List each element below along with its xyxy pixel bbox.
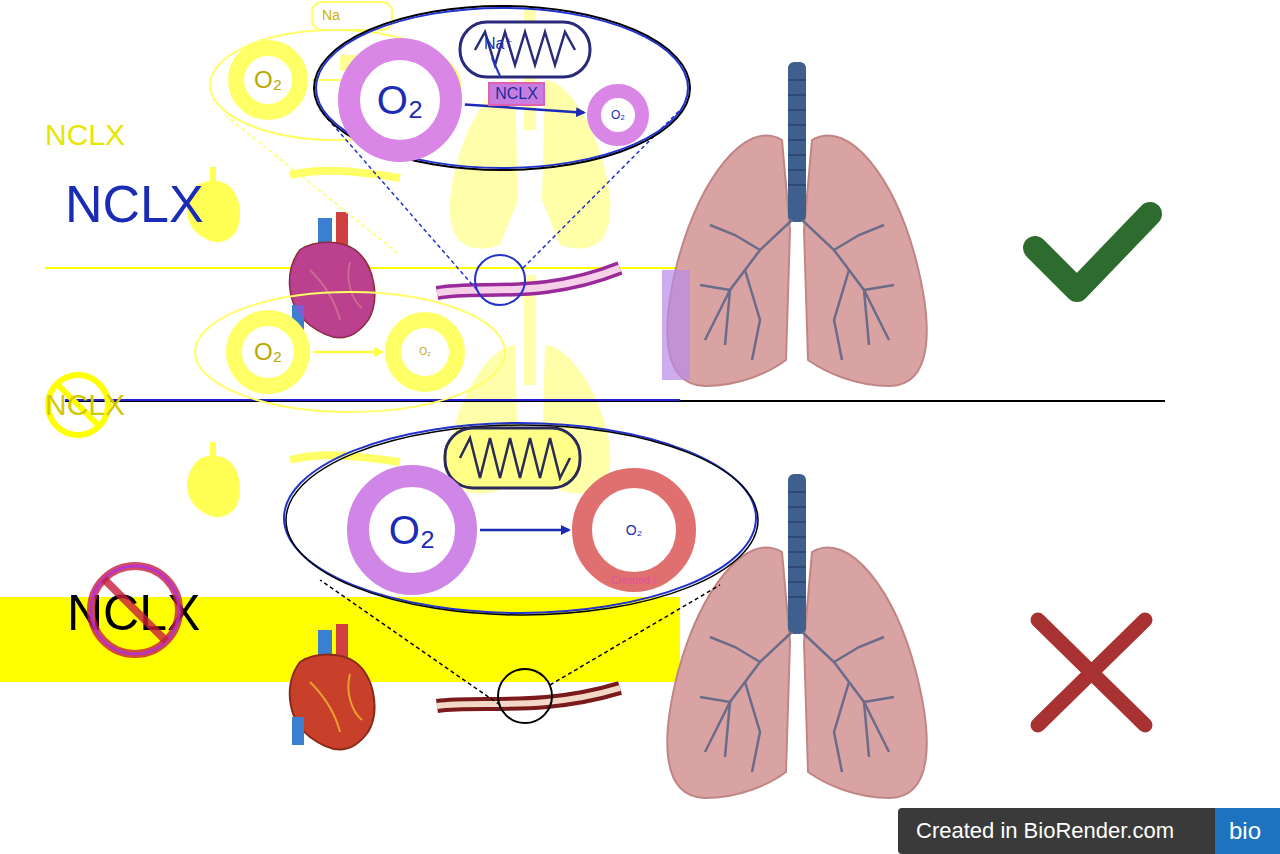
gene-label: NCLX [65, 178, 204, 230]
node-text: O₂ [377, 80, 424, 120]
ghost-oxygen-circle: O₂ [226, 310, 310, 394]
arrow-connector [480, 529, 569, 532]
watermark: Created in BioRender.com [916, 820, 1174, 842]
ghost-gene-label: NCLX [45, 390, 125, 420]
gene-label: NCLX [45, 120, 125, 150]
ghost-oxygen-circle: O₂ [228, 40, 308, 120]
node-text: O₂ [389, 510, 436, 550]
ghost-ion-label: Na [322, 8, 340, 22]
node-text: O₂ [419, 347, 431, 357]
oxygen-circle: O₂ [572, 468, 696, 592]
node-text: O₂ [254, 340, 282, 364]
logo-text: bio [1229, 819, 1261, 843]
node-text: NCLX [495, 86, 538, 102]
gene-label: NCLX [67, 588, 200, 638]
oxygen-circle: O₂ [338, 38, 462, 162]
transporter-label: NCLX [488, 82, 545, 106]
oxygen-circle: O₂ [587, 84, 649, 146]
ion-label: Na⁺ [484, 36, 513, 52]
node-text: O₂ [611, 109, 625, 121]
ghost-oxygen-circle: O₂ [385, 312, 465, 392]
oxygen-circle: O₂ [347, 465, 477, 595]
node-text: O₂ [626, 523, 642, 537]
arrow-connector [313, 351, 382, 354]
node-text: O₂ [254, 68, 282, 92]
watermark: Created i [611, 575, 656, 586]
